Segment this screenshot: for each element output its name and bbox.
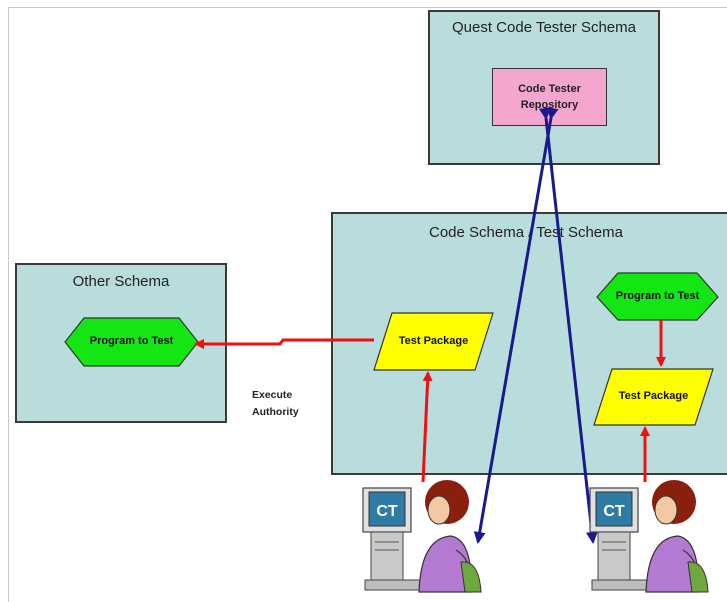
- repository-label-line1: Code Tester: [518, 83, 581, 95]
- program-to-test-right-hexagon: [596, 272, 719, 321]
- other-schema-title: Other Schema: [72, 273, 170, 290]
- right-program-label: Program to Test: [615, 290, 700, 302]
- repository-to-right-user-arrow: [538, 107, 598, 544]
- right-test-package-label: Test Package: [618, 390, 689, 402]
- frame-border-top: [8, 7, 727, 8]
- frame-border-left: [8, 7, 9, 602]
- user-at-computer-left: CT: [362, 480, 482, 593]
- execute-authority-line1: Execute: [252, 389, 293, 401]
- execute-authority-arrow: [194, 338, 374, 349]
- monitor-logo-text-left: CT: [376, 503, 398, 520]
- repository-to-left-user-arrow: [473, 107, 559, 544]
- quest-schema-title: Quest Code Tester Schema: [452, 19, 636, 36]
- test-package-right-parallelogram: [593, 368, 714, 426]
- other-program-label: Program to Test: [89, 335, 174, 347]
- user-at-computer-right: CT: [589, 480, 709, 593]
- execute-authority-label: Execute Authority: [252, 387, 299, 421]
- monitor-logo-text-right: CT: [603, 503, 625, 520]
- left-test-package-label: Test Package: [398, 335, 469, 347]
- user-left-to-test-package-arrow: [421, 371, 433, 483]
- execute-authority-line2: Authority: [252, 406, 299, 418]
